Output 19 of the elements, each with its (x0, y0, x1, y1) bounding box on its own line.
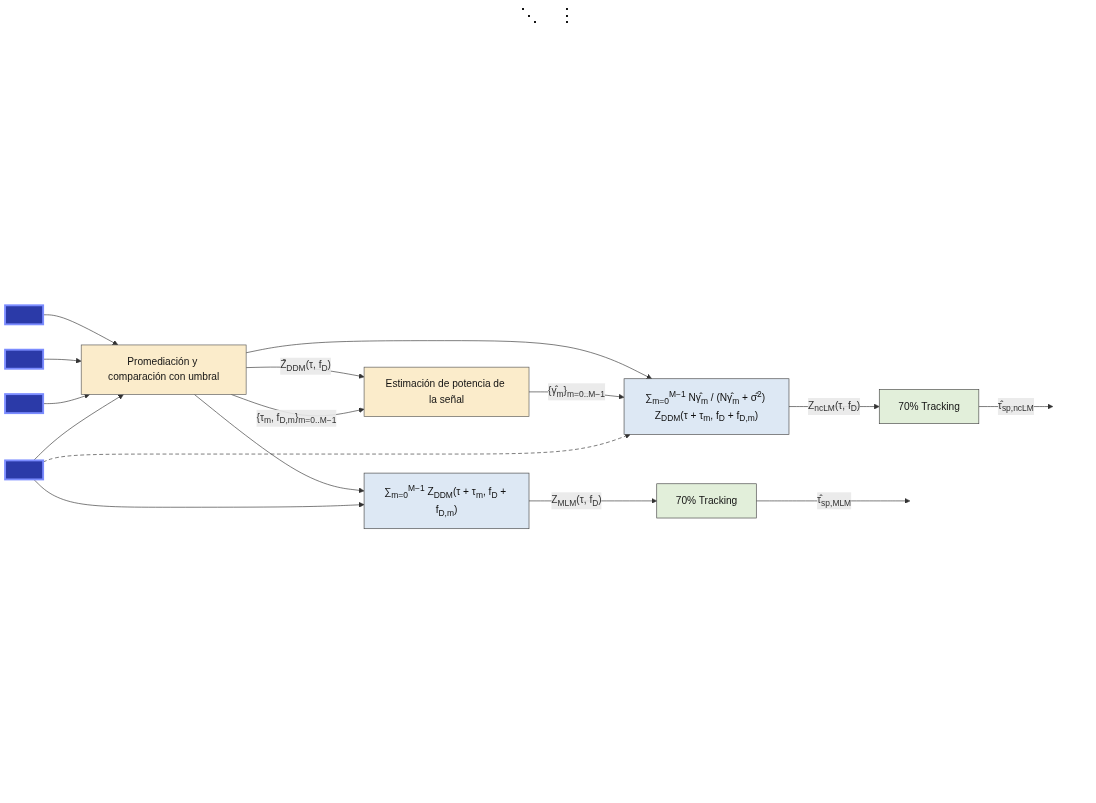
node-box (4, 458, 45, 480)
node-box: ∑$_{m=0}$$^{M−1}$ Z$_{DDM}$(τ + τ$_{m}$, f$_{D}$ + f$_{D,m}$) (363, 472, 530, 529)
node-box (4, 303, 45, 325)
node-box: ∑$_{m=0}$$^{M−1}$ Nγ̂$_{m}$ / (Nγ̂$_{m}$ + σ̂$^{2}$) Z$_{DDM}$(τ + τ$_{m}$, f$_{D}$ + f$_{D,m}$) (623, 377, 790, 435)
node-box: 70% Tracking (878, 388, 980, 424)
node-box (4, 392, 45, 414)
node-box (4, 348, 45, 370)
ellipsis-mark: ⋮ (558, 4, 576, 26)
edge-label: Z$_{ncLM}$(τ, f$_{D}$) (808, 399, 861, 413)
node-box: Estimación de potencia de la señal (363, 366, 530, 417)
ellipsis-mark: ⋱ (520, 4, 538, 26)
edge-label: Z̄$_{DDM}$(τ, f$_{D}$) (280, 359, 331, 373)
node-box: 70% Tracking (656, 482, 757, 518)
node-box: Promediación y comparación con umbral (80, 344, 247, 395)
edge-label: Z$_{MLM}$(τ, f$_{D}$) (551, 493, 602, 508)
edge-label: {τ$_{m}$, f$_{D,m}$}$_{m=0..M−1}$ (256, 411, 337, 425)
edge-label: τ̂$_{sp,ncLM}$ (997, 399, 1034, 413)
edge-label: τ̂$_{sp,MLM}$ (817, 493, 852, 508)
edge-label: {γ̂$_{m}$}$_{m=0..M−1}$ (548, 384, 606, 399)
